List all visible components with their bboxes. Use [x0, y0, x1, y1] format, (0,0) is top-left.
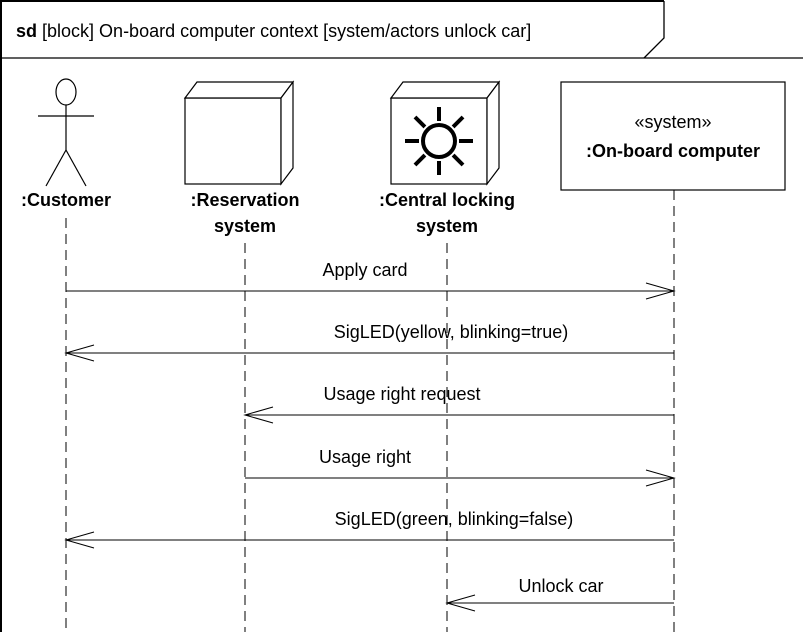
sun-ray [451, 153, 465, 167]
lifeline-label-reservation-2: system [214, 216, 276, 236]
actor-stick-figure-icon [38, 78, 94, 187]
arrowhead-open-icon [645, 282, 676, 300]
sun-ray [451, 115, 465, 129]
obc-name: :On-board computer [586, 141, 760, 161]
message-label: Apply card [322, 260, 407, 280]
lifeline-label-locking-1: :Central locking [379, 190, 515, 210]
sun-icon [405, 107, 473, 175]
arrowhead-open-icon [445, 594, 476, 612]
frame-title: sd [block] On-board computer context [sy… [16, 21, 531, 41]
message-label: Usage right request [323, 384, 480, 404]
messages [64, 282, 676, 612]
message-label: SigLED(yellow, blinking=true) [334, 322, 569, 342]
lifelines [65, 190, 675, 632]
lifeline-label-customer: :Customer [21, 190, 111, 210]
arrowhead-open-icon [645, 469, 676, 487]
message-label: SigLED(green, blinking=false) [335, 509, 574, 529]
obc-block [560, 81, 786, 191]
arrowhead-open-icon [64, 531, 95, 549]
obc-stereotype: «system» [634, 112, 711, 132]
sun-ray [413, 115, 427, 129]
arrowhead-open-icon [64, 344, 95, 362]
lifeline-label-reservation-1: :Reservation [190, 190, 299, 210]
lifeline-label-locking-2: system [416, 216, 478, 236]
node-cube-icon [183, 80, 295, 186]
arrowhead-open-icon [243, 406, 274, 424]
node-sun-icon [389, 80, 501, 186]
message-label: Usage right [319, 447, 411, 467]
sun-ray [413, 153, 427, 167]
message-label: Unlock car [518, 576, 603, 596]
